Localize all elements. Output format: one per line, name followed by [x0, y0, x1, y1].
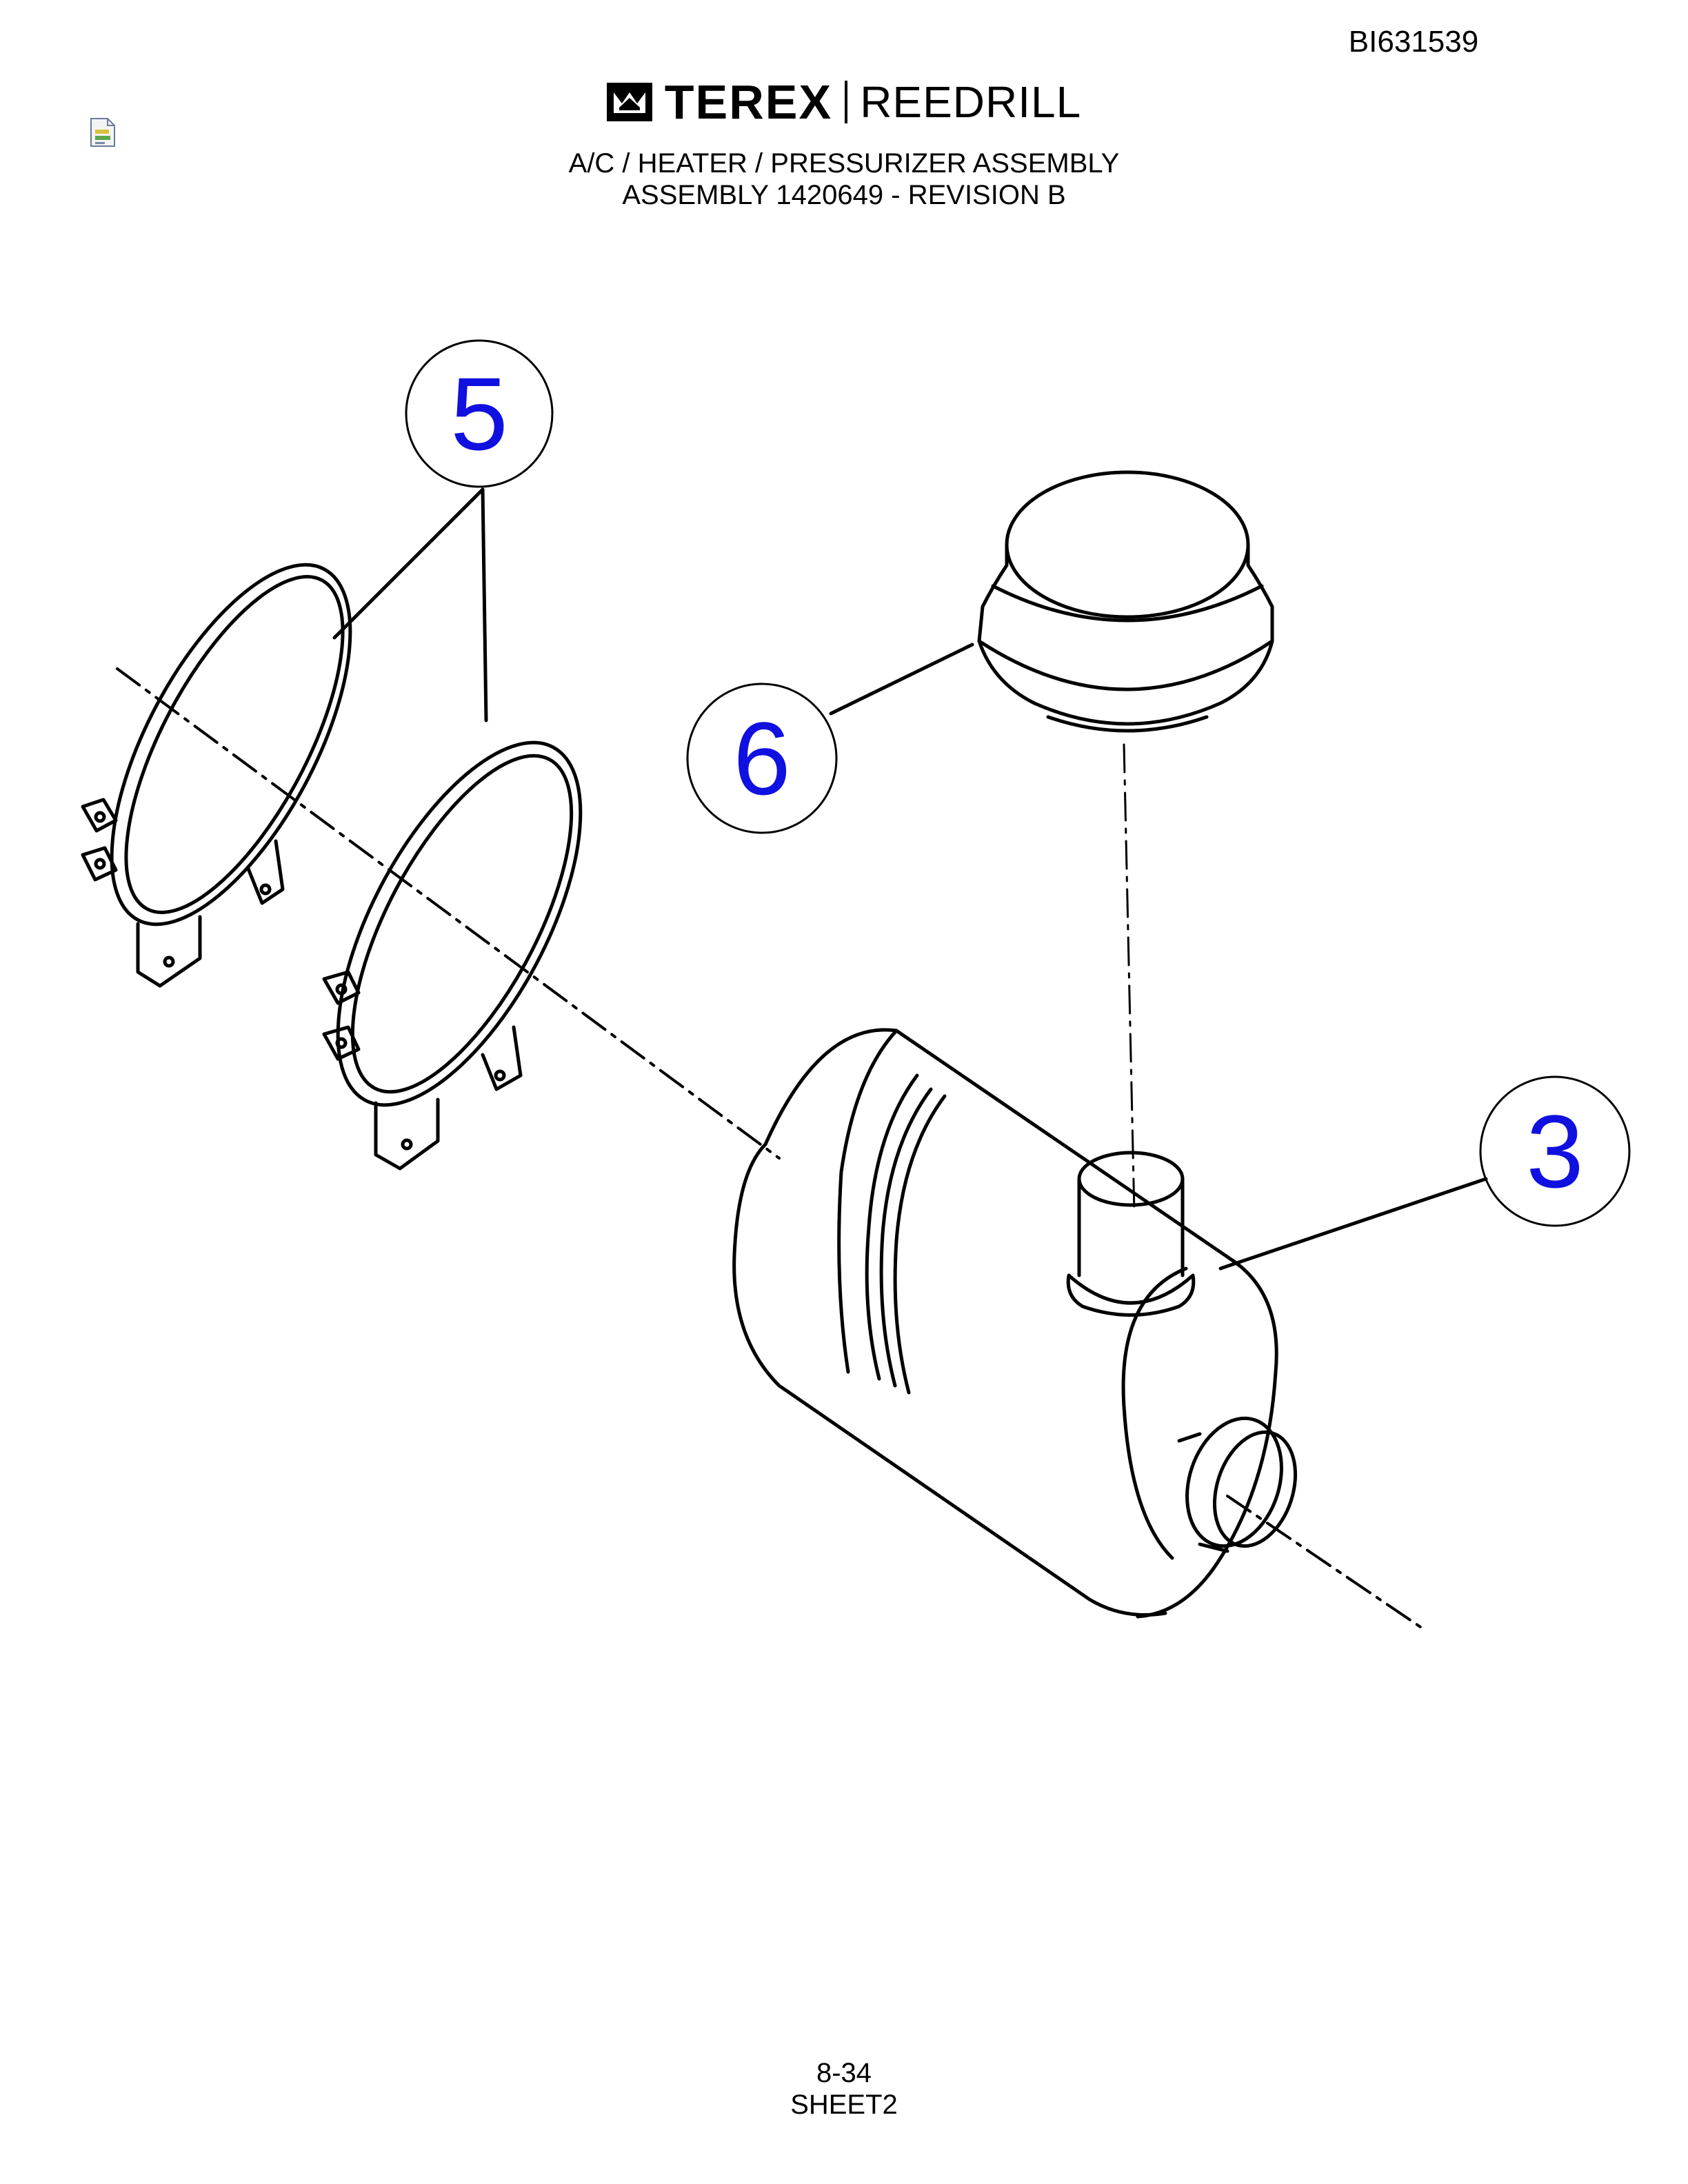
outlet-axis-line	[1226, 1495, 1422, 1628]
clamp-1	[81, 563, 352, 988]
callout-label-6: 6	[733, 700, 790, 816]
callout-label-3: 3	[1526, 1093, 1583, 1209]
leader-line-3	[1218, 1177, 1488, 1271]
rain-cap	[977, 470, 1274, 733]
callout-circle-6	[686, 682, 838, 834]
brand-division: REEDRILL	[860, 77, 1082, 127]
sheet-label: SHEET2	[790, 2090, 898, 2120]
terex-crown-logo-icon	[606, 83, 652, 121]
leader-line-5b	[481, 487, 488, 722]
air-filter-housing	[732, 1028, 1298, 1619]
callout-circle-5	[405, 339, 554, 488]
page-number: 8-34	[816, 2058, 872, 2088]
brand-header: TEREX REEDRILL	[0, 74, 1688, 129]
clamp-2	[322, 740, 583, 1171]
cap-axis-line	[1123, 743, 1136, 1215]
assembly-number: ASSEMBLY 1420649 - REVISION B	[622, 180, 1066, 210]
center-axis-line	[116, 667, 781, 1160]
attachment-file-icon[interactable]	[88, 117, 117, 148]
brand-name: TEREX	[664, 75, 833, 129]
leader-line-6	[829, 643, 974, 716]
page-footer: 8-34 SHEET2	[0, 2057, 1688, 2121]
callout-label-5: 5	[450, 356, 508, 472]
brand-separator	[845, 81, 848, 123]
leader-line-5a	[332, 487, 485, 640]
drawing-title-block: A/C / HEATER / PRESSURIZER ASSEMBLY ASSE…	[0, 148, 1688, 211]
callout-circle-3	[1479, 1075, 1631, 1227]
drawing-title: A/C / HEATER / PRESSURIZER ASSEMBLY	[568, 148, 1120, 179]
document-number: BI631539	[1348, 25, 1479, 59]
